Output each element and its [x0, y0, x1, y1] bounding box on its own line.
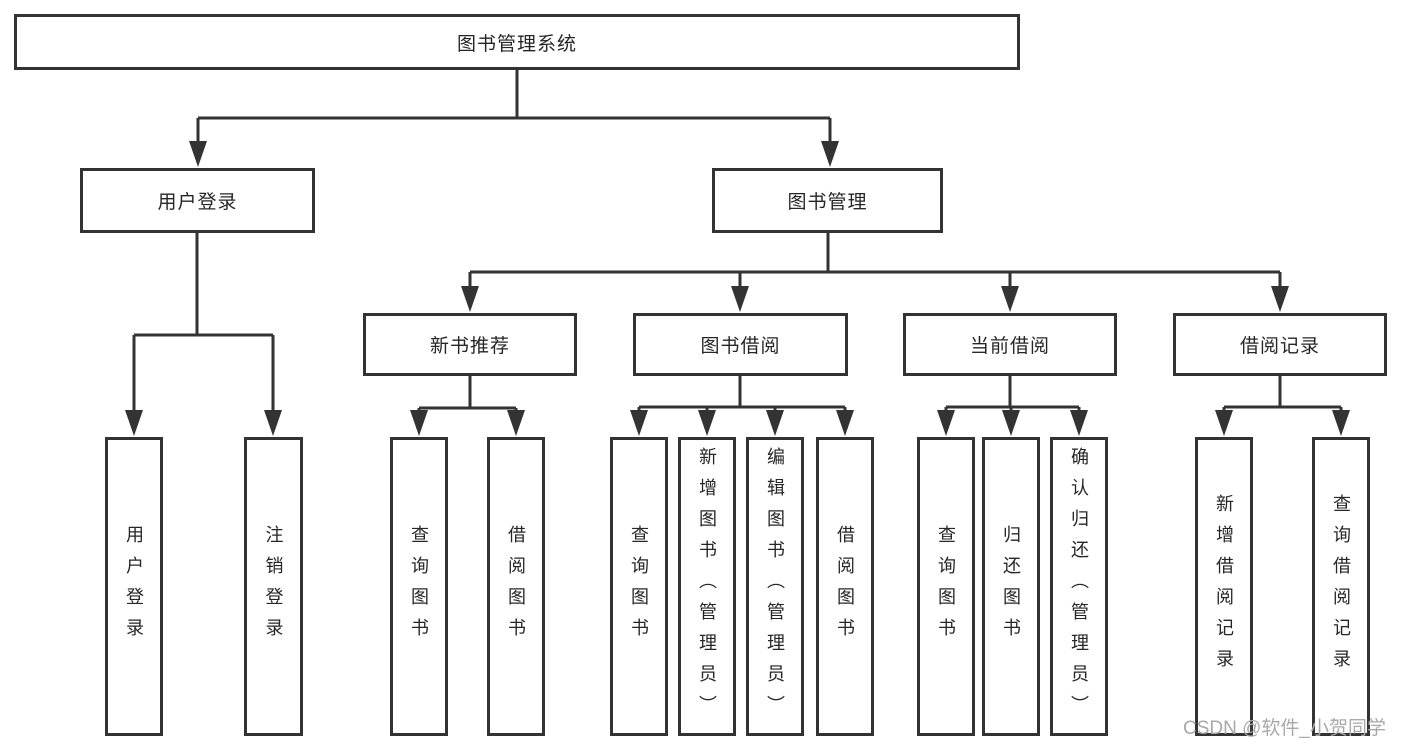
node-current-borrow: 当前借阅 [903, 313, 1117, 376]
leaf-label: 归还图书 [1001, 524, 1021, 649]
leaf-label: 新增图书（管理员） [697, 447, 717, 726]
leaf-edit-book-admin: 编辑图书（管理员） [746, 437, 804, 736]
leaf-query-current-books: 查询图书 [917, 437, 975, 736]
leaf-label: 用户登录 [124, 524, 144, 649]
leaf-query-borrow-record: 查询借阅记录 [1312, 437, 1370, 736]
leaf-label: 查询图书 [409, 524, 429, 649]
leaf-add-borrow-record: 新增借阅记录 [1195, 437, 1253, 736]
node-borrow-records: 借阅记录 [1173, 313, 1387, 376]
leaf-label: 查询图书 [629, 524, 649, 649]
node-label: 图书管理 [787, 192, 868, 213]
node-user-login: 用户登录 [80, 168, 315, 233]
leaf-logout: 注销登录 [244, 437, 303, 736]
node-label: 当前借阅 [969, 336, 1050, 357]
leaf-label: 查询图书 [936, 524, 956, 649]
leaf-borrow-books-recommend: 借阅图书 [487, 437, 545, 736]
leaf-query-books: 查询图书 [610, 437, 668, 736]
leaf-borrow-book: 借阅图书 [816, 437, 874, 736]
node-root-system: 图书管理系统 [14, 14, 1020, 70]
leaf-user-login: 用户登录 [105, 437, 163, 736]
node-label: 新书推荐 [429, 336, 510, 357]
leaf-add-book-admin: 新增图书（管理员） [678, 437, 736, 736]
leaf-return-book: 归还图书 [982, 437, 1040, 736]
node-new-book-recommend: 新书推荐 [363, 313, 577, 376]
leaf-label: 借阅图书 [506, 524, 526, 649]
leaf-confirm-return-admin: 确认归还（管理员） [1050, 437, 1108, 736]
csdn-watermark: CSDN @软件_小贺同学 [1183, 718, 1386, 739]
node-label: 图书管理系统 [456, 33, 577, 55]
leaf-label: 确认归还（管理员） [1069, 447, 1089, 726]
arrowheads [125, 141, 1350, 436]
leaf-label: 借阅图书 [835, 524, 855, 649]
node-label: 用户登录 [157, 192, 238, 213]
node-label: 借阅记录 [1239, 336, 1320, 357]
leaf-label: 新增借阅记录 [1214, 493, 1234, 680]
leaf-label: 查询借阅记录 [1331, 493, 1351, 680]
leaf-label: 注销登录 [263, 524, 284, 649]
node-label: 图书借阅 [700, 336, 781, 357]
leaf-label: 编辑图书（管理员） [765, 447, 785, 726]
node-book-management: 图书管理 [712, 168, 943, 233]
node-book-borrow: 图书借阅 [633, 313, 848, 376]
leaf-query-books-recommend: 查询图书 [390, 437, 448, 736]
